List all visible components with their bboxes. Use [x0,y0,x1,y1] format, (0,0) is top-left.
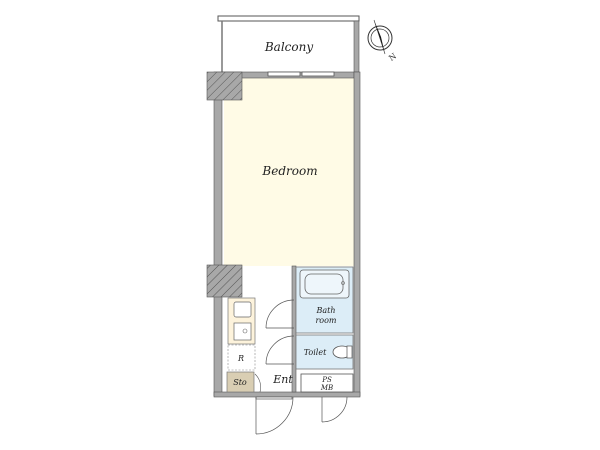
balcony-window [267,71,335,77]
bathtub-icon [299,269,350,299]
bathroom: Bath room [295,266,354,334]
entrance-label: Ent [272,373,293,386]
interior-doors [265,299,295,365]
toilet-label: Toilet [304,348,327,357]
ps-label: PS [321,376,332,384]
kitchen: R Sto [226,297,256,393]
toilet-room: Toilet [295,334,354,370]
entrance-door[interactable] [255,396,294,435]
north-label: N [387,52,398,63]
ps-door[interactable] [321,396,348,423]
refrigerator-label: R [237,354,244,363]
balcony-label: Balcony [264,40,313,54]
compass-icon: N [367,19,398,63]
balcony: Balcony [217,15,360,73]
column-top [206,71,243,101]
ps-mb [300,373,354,393]
bedroom-floor [224,78,354,266]
sink-icon [233,301,252,318]
bath-label: Bath [315,306,335,315]
column-bottom [206,264,243,298]
mb-label: MB [320,384,333,392]
bath-label-2: room [315,316,336,325]
bedroom-label: Bedroom [261,164,317,178]
storage-label: Sto [233,378,247,387]
stove-icon [233,322,252,341]
walls [206,71,361,398]
